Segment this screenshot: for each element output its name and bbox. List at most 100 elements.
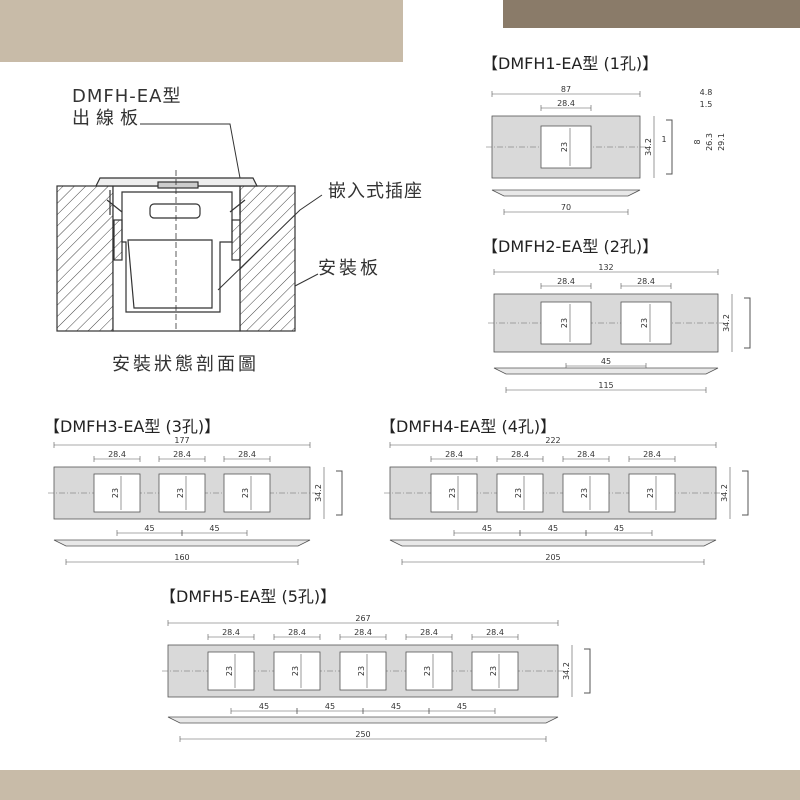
panel-lid bbox=[157, 181, 199, 189]
dim-hole-height-m5-1: 23 bbox=[225, 666, 234, 676]
top-left-band bbox=[0, 0, 403, 62]
dim-side-d2: 8 bbox=[693, 139, 702, 144]
bottom-view-m2 bbox=[493, 367, 719, 375]
socket-clip bbox=[149, 203, 201, 219]
dim-pitch-m5-3: 45 bbox=[391, 702, 401, 711]
hole-m4-3 bbox=[562, 473, 610, 513]
side-profile-m1 bbox=[666, 119, 673, 175]
dim-pitch-m5-2: 45 bbox=[325, 702, 335, 711]
dim-side-t1: 4.8 bbox=[700, 88, 713, 97]
dim-bottom-m2: 115 bbox=[598, 381, 613, 390]
side-profile-m5 bbox=[584, 648, 591, 694]
side-profile-m3 bbox=[336, 470, 343, 516]
bottom-view-m3 bbox=[53, 539, 311, 547]
dim-pitch-m5-4: 45 bbox=[457, 702, 467, 711]
dim-hole-width-m4-3: 28.4 bbox=[577, 450, 595, 459]
wall-left bbox=[56, 185, 114, 332]
dim-hole-height-m1-1: 23 bbox=[560, 142, 569, 152]
dim-hole-height-m4-2: 23 bbox=[514, 488, 523, 498]
dim-width-m2: 132 bbox=[598, 263, 613, 272]
dim-hole-height-m5-3: 23 bbox=[357, 666, 366, 676]
dim-width-m5: 267 bbox=[355, 614, 370, 623]
dim-hole-height-m5-2: 23 bbox=[291, 666, 300, 676]
dim-hole-height-m5-4: 23 bbox=[423, 666, 432, 676]
dim-side-d1: 1 bbox=[661, 135, 666, 144]
dim-hole-width-m3-1: 28.4 bbox=[108, 450, 126, 459]
dim-hole-width-m4-2: 28.4 bbox=[511, 450, 529, 459]
title-dmfh3: 【DMFH3-EA型 (3孔)】 bbox=[44, 417, 221, 436]
title-dmfh4: 【DMFH4-EA型 (4孔)】 bbox=[380, 417, 557, 436]
hole-m5-3 bbox=[339, 651, 387, 691]
title-dmfh5: 【DMFH5-EA型 (5孔)】 bbox=[160, 587, 337, 606]
dim-hole-width-m2-2: 28.4 bbox=[637, 277, 655, 286]
dim-side-d4: 29.1 bbox=[717, 133, 726, 151]
hole-m2-2 bbox=[620, 301, 672, 345]
drawing-m1: 23 28.4 87 34.2 70 bbox=[486, 85, 673, 215]
model-drawings: 23 28.4 87 34.2 70 23 28.4 23 28.4 132 45 34.2 115 23… bbox=[48, 85, 751, 742]
dim-width-m3: 177 bbox=[174, 436, 189, 445]
dim-hole-width-m1-1: 28.4 bbox=[557, 99, 575, 108]
dim-hole-height-m2-2: 23 bbox=[640, 318, 649, 328]
side-profile-m2 bbox=[744, 297, 751, 349]
dim-hole-height-m3-3: 23 bbox=[241, 488, 250, 498]
dim-hole-width-m4-4: 28.4 bbox=[643, 450, 661, 459]
dim-width-m1: 87 bbox=[561, 85, 571, 94]
dim-bottom-m4: 205 bbox=[545, 553, 560, 562]
dim-hole-height-m3-1: 23 bbox=[111, 488, 120, 498]
dim-pitch-m4-2: 45 bbox=[548, 524, 558, 533]
dim-height-m1: 34.2 bbox=[644, 138, 653, 156]
dim-bottom-m1: 70 bbox=[561, 203, 571, 212]
dim-bottom-m3: 160 bbox=[174, 553, 189, 562]
hole-m3-3 bbox=[223, 473, 271, 513]
dim-hole-width-m3-2: 28.4 bbox=[173, 450, 191, 459]
dim-hole-width-m5-4: 28.4 bbox=[420, 628, 438, 637]
dim-height-m2: 34.2 bbox=[722, 314, 731, 332]
dim-hole-width-m4-1: 28.4 bbox=[445, 450, 463, 459]
dim-bottom-m5: 250 bbox=[355, 730, 370, 739]
dim-hole-height-m5-5: 23 bbox=[489, 666, 498, 676]
dim-pitch-m3-1: 45 bbox=[144, 524, 154, 533]
dim-hole-width-m2-1: 28.4 bbox=[557, 277, 575, 286]
bottom-view-m1 bbox=[491, 189, 641, 197]
top-right-band bbox=[503, 0, 800, 28]
dim-hole-width-m5-5: 28.4 bbox=[486, 628, 504, 637]
label-socket: 嵌入式插座 bbox=[328, 181, 423, 202]
dim-height-m3: 34.2 bbox=[314, 484, 323, 502]
dim-height-m4: 34.2 bbox=[720, 484, 729, 502]
dim-pitch-m2-1: 45 bbox=[601, 357, 611, 366]
hole-m3-1 bbox=[93, 473, 141, 513]
section-view bbox=[56, 123, 323, 332]
bottom-view-m5 bbox=[167, 716, 559, 724]
dim-hole-height-m4-3: 23 bbox=[580, 488, 589, 498]
dim-hole-width-m5-3: 28.4 bbox=[354, 628, 372, 637]
section-caption: 安裝狀態剖面圖 bbox=[112, 354, 259, 375]
dim-hole-width-m5-1: 28.4 bbox=[222, 628, 240, 637]
dim-width-m4: 222 bbox=[545, 436, 560, 445]
title-dmfh2: 【DMFH2-EA型 (2孔)】 bbox=[482, 237, 659, 256]
hole-m5-2 bbox=[273, 651, 321, 691]
bottom-view-m4 bbox=[389, 539, 717, 547]
hole-m5-5 bbox=[471, 651, 519, 691]
dim-pitch-m4-1: 45 bbox=[482, 524, 492, 533]
dim-hole-width-m3-3: 28.4 bbox=[238, 450, 256, 459]
hole-m4-2 bbox=[496, 473, 544, 513]
dim-hole-height-m4-1: 23 bbox=[448, 488, 457, 498]
title-dmfh1: 【DMFH1-EA型 (1孔)】 bbox=[482, 54, 659, 73]
dim-hole-height-m3-2: 23 bbox=[176, 488, 185, 498]
wall-right bbox=[239, 185, 296, 332]
dim-side-t2: 1.5 bbox=[700, 100, 713, 109]
label-panel-name: 出線板 bbox=[72, 108, 144, 129]
dim-hole-width-m5-2: 28.4 bbox=[288, 628, 306, 637]
dim-height-m5: 34.2 bbox=[562, 662, 571, 680]
hole-m5-4 bbox=[405, 651, 453, 691]
hole-m5-1 bbox=[207, 651, 255, 691]
hole-m4-4 bbox=[628, 473, 676, 513]
dim-pitch-m4-3: 45 bbox=[614, 524, 624, 533]
side-profile-m4 bbox=[742, 470, 749, 516]
bottom-band bbox=[0, 770, 800, 800]
